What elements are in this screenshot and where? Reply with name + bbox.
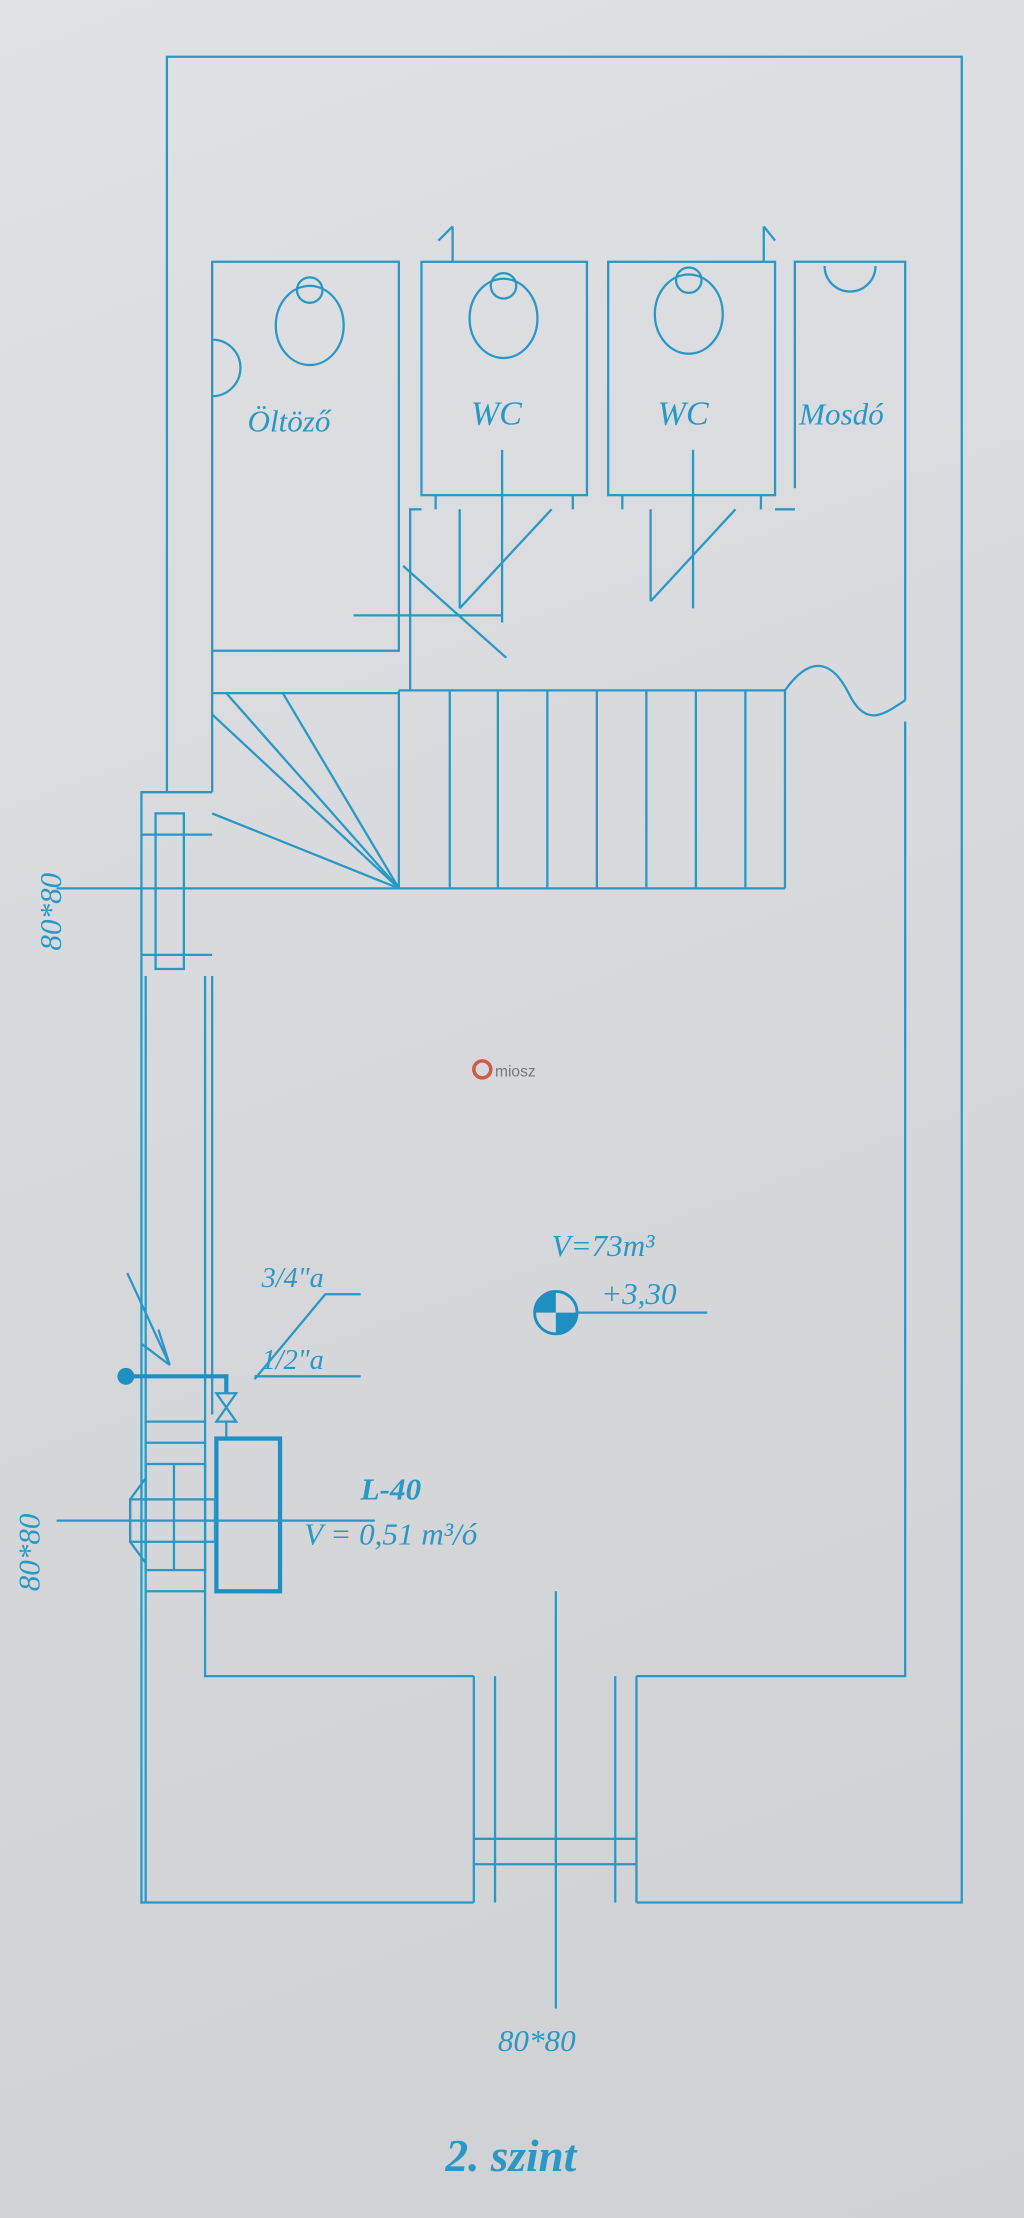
room-label-oltozo: Öltöző xyxy=(248,404,332,439)
sink-icon xyxy=(823,266,877,293)
inner-walls xyxy=(203,260,907,1678)
room-label-wc-2: WC xyxy=(658,395,709,432)
window-label-left-lower: 80*80 xyxy=(12,1513,47,1591)
heater-model: L-40 xyxy=(360,1471,422,1506)
shower-icon xyxy=(212,338,242,398)
elevation-marker xyxy=(533,1290,708,1336)
pipe-label-lower: 1/2"a xyxy=(262,1345,324,1376)
heater-flow: V = 0,51 m³/ó xyxy=(304,1517,478,1552)
svg-text:miosz: miosz xyxy=(495,1063,536,1080)
window-left-upper xyxy=(141,812,213,971)
staircase xyxy=(56,690,787,890)
entrance-door xyxy=(472,1591,638,2009)
outer-walls xyxy=(140,55,963,1904)
pipe-label-upper: 3/4"a xyxy=(261,1263,324,1294)
gas-heater xyxy=(214,1436,283,1594)
room-label-wc-1: WC xyxy=(471,395,522,432)
elevation-value: +3,30 xyxy=(601,1276,677,1311)
room-label-mosdo: Mosdó xyxy=(798,396,884,431)
wc-rooms xyxy=(353,225,907,701)
valve-icon xyxy=(214,1392,239,1423)
plan-title: 2. szint xyxy=(445,2131,578,2181)
window-label-bottom: 80*80 xyxy=(498,2023,576,2058)
heater-assembly xyxy=(56,1272,375,1594)
toilet-icon xyxy=(653,266,724,355)
room-volume: V=73m³ xyxy=(552,1228,656,1263)
toilet-fixtures xyxy=(212,266,877,398)
logo-icon xyxy=(472,1059,493,1080)
window-label-left-upper: 80*80 xyxy=(33,872,68,950)
toilet-icon xyxy=(274,276,345,367)
toilet-icon xyxy=(468,271,539,360)
watermark-logo: miosz xyxy=(472,1059,536,1080)
